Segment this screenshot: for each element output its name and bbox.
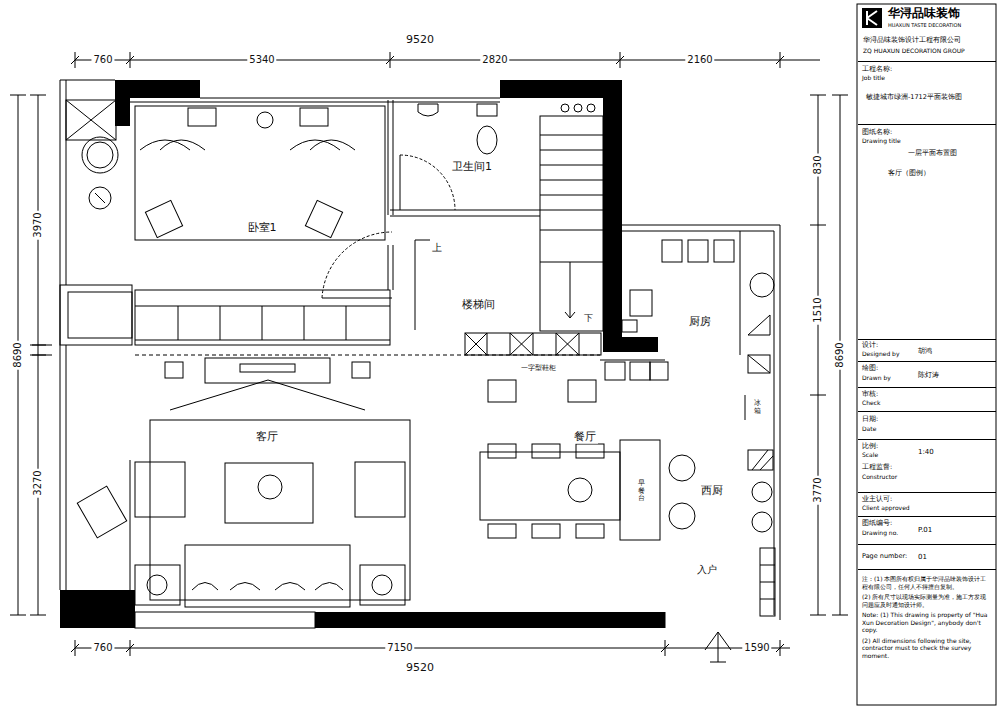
title-text: 日期: (862, 416, 878, 423)
title-text: 客厅（图例） (888, 169, 930, 177)
title-text: HUAXUN TASTE DECORATION (888, 23, 961, 29)
dimension: 8690 (12, 340, 24, 369)
title-text: 业主认可: (862, 496, 892, 503)
check-cell: 审核: Check (858, 388, 996, 412)
title-text: (2) 所有尺寸以现场实际测量为准，施工方发现问题应及时通知设计师。 (862, 593, 992, 608)
dimension: 2820 (480, 54, 509, 66)
dimension: 1510 (812, 295, 824, 324)
title-text: 01 (918, 553, 927, 561)
furniture-name: 早餐台 (638, 479, 645, 504)
title-text: Designed by (862, 351, 899, 358)
title-text: 华浔品味装饰设计工程有限公司 (863, 37, 961, 44)
title-text: 一层平面布置图 (908, 149, 957, 157)
scale-cell: 比例: Scale 1:40 工程监督: Constructor (858, 440, 996, 493)
title-text: Page number: (862, 553, 907, 560)
title-text: 设计: (862, 342, 878, 349)
dimension: 3970 (32, 210, 44, 239)
title-text: Scale (862, 452, 878, 459)
room-name: 厨房 (687, 316, 713, 329)
furniture-name: 一字型鞋柜 (519, 364, 558, 372)
notes-cell: 注：(1) 本图所有权归属于华浔品味装饰设计工程有限公司，任何人不得擅自复制。 (… (858, 570, 996, 705)
room-name: 卧室1 (246, 222, 279, 235)
dimension: 1590 (742, 642, 771, 654)
dimension: 3270 (32, 468, 44, 497)
dimension: 3770 (812, 475, 824, 504)
dimension: 760 (91, 642, 114, 654)
title-text: 图纸名称: (862, 129, 892, 136)
dimension: 760 (91, 54, 114, 66)
title-text: ZQ HUAXUN DECORATION GROUP (863, 48, 965, 55)
dimension: 7150 (385, 642, 414, 654)
room-name: 餐厅 (572, 431, 598, 444)
title-text: (2) All dimensions following the site, c… (862, 637, 992, 660)
page-number-cell: Page number: 01 (858, 545, 996, 570)
job-title-cell: 工程名称: Job title 敏捷城市绿洲-1712平面装饰图 (858, 62, 996, 125)
title-text: 敏捷城市绿洲-1712平面装饰图 (866, 94, 962, 101)
title-text: Constructor (862, 474, 897, 481)
drawing-title-cell: 图纸名称: Drawing title 一层平面布置图客厅（图例） (858, 125, 996, 340)
drawing-number-cell: 图纸编号: Drawing no. P.01 (858, 517, 996, 545)
designer-cell: 设计: Designed by 胡鸿 (858, 340, 996, 362)
dimension: 5340 (247, 54, 276, 66)
dimension: 9520 (404, 34, 436, 47)
room-name: 客厅 (254, 431, 280, 444)
title-text: 注：(1) 本图所有权归属于华浔品味装饰设计工程有限公司，任何人不得擅自复制。 (862, 575, 992, 590)
title-text: Drawn by (862, 375, 891, 382)
title-text: Check (862, 400, 880, 407)
stair-mark: 上 (430, 242, 444, 254)
title-text: Drawing no. (862, 530, 898, 537)
dimension: 830 (812, 153, 824, 176)
title-text: Note: (1) This drawing is property of "H… (862, 611, 992, 634)
title-text: 胡鸿 (918, 347, 932, 355)
title-text: 1:40 (918, 448, 934, 456)
title-text: 工程监督: (862, 464, 892, 471)
dimension: 2160 (685, 54, 714, 66)
title-text: 工程名称: (862, 66, 892, 73)
title-text: Date (862, 426, 876, 433)
title-text: 华浔品味装饰 (888, 7, 960, 21)
title-text: 比例: (862, 443, 878, 450)
title-text: Client approved (862, 505, 910, 512)
title-text: 图纸编号: (862, 520, 892, 527)
drawer-cell: 绘图: Drawn by 陈灯涛 (858, 362, 996, 388)
room-name: 楼梯间 (460, 299, 497, 312)
client-cell: 业主认可: Client approved (858, 493, 996, 517)
title-text: 绘图: (862, 365, 878, 372)
room-name: 入户 (695, 564, 719, 576)
room-name: 卫生间1 (450, 161, 494, 174)
date-cell: 日期: Date (858, 412, 996, 440)
title-text: P.01 (918, 526, 932, 534)
title-text: 陈灯涛 (918, 371, 939, 379)
dimension: 9520 (404, 662, 436, 675)
stair-mark: 下 (582, 313, 595, 323)
room-name: 西厨 (699, 485, 725, 498)
dimension: 8690 (834, 340, 846, 369)
logo-cell: 华浔品味装饰 HUAXUN TASTE DECORATION 华浔品味装饰设计工程有… (858, 4, 996, 62)
title-text: Drawing title (862, 138, 901, 145)
title-text: Job title (862, 75, 885, 82)
title-text: 审核: (862, 391, 878, 398)
furniture-name: 冰箱 (754, 399, 761, 416)
